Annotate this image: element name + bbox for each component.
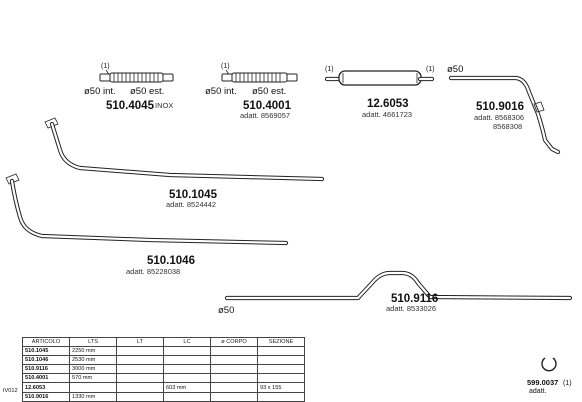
pipe9016-code: 510.9016 <box>476 101 524 113</box>
cell-articolo: 510.1046 <box>22 355 70 366</box>
cell-articolo: 510.4001 <box>22 373 70 384</box>
cell-lc <box>163 346 211 357</box>
cell-lc: 603 mm <box>163 382 211 393</box>
catalog-code: IV012 <box>3 388 18 394</box>
pipe1045-adatt: adatt. 8524442 <box>166 200 216 209</box>
cell-lts: 2250 mm <box>69 346 117 357</box>
cell-sezione: 93 x 155 <box>257 382 305 393</box>
flex-pipe-510-4045[interactable]: (1) ø50 int. ø50 est. 510.4045 INOX <box>84 63 174 112</box>
cell-corpo <box>210 382 258 393</box>
cell-lc <box>163 364 211 375</box>
muffler-marker-left: (1) <box>325 66 334 73</box>
pipe9016-adatt1: adatt. 8568306 <box>474 113 524 122</box>
header-lc: LC <box>163 336 211 348</box>
clamp-adatt: adatt. <box>529 388 547 395</box>
pipe9116-adatt: adatt. 8533026 <box>386 304 436 313</box>
cell-sezione <box>257 364 305 375</box>
pipe9016-diam: ø50 <box>447 64 463 75</box>
muffler-marker-right: (1) <box>426 66 435 73</box>
cell-lts: 2530 mm <box>69 355 117 366</box>
muffler-12-6053[interactable]: (1) (1) 12.6053 adatt. 4661723 <box>324 66 435 119</box>
cell-lts: 570 mm <box>69 373 117 384</box>
cell-corpo <box>210 373 258 384</box>
flex1-diam-est: ø50 est. <box>130 86 164 97</box>
cell-lt <box>116 364 164 375</box>
cell-lt <box>116 355 164 366</box>
flex2-code: 510.4001 <box>243 100 292 112</box>
cell-articolo: 510.9116 <box>22 364 70 375</box>
pipe-510-1046[interactable]: 510.1046 adatt. 85228038 <box>5 173 289 276</box>
pipe-510-9116[interactable]: 510.9116 adatt. 8533026 ø50 <box>218 270 573 316</box>
flex1-note: INOX <box>155 101 173 110</box>
flex1-diam-int: ø50 int. <box>84 86 116 97</box>
cell-corpo <box>210 364 258 375</box>
flex1-marker: (1) <box>101 63 110 70</box>
clamp-marker: (1) <box>563 380 572 387</box>
cell-lts: 3000 mm <box>69 364 117 375</box>
pipe9116-diam: ø50 <box>218 305 234 316</box>
table-row: 510.1046 2530 mm <box>22 355 305 366</box>
pipe9116-code: 510.9116 <box>391 293 438 305</box>
flex1-code: 510.4045 <box>106 100 155 112</box>
muffler-code: 12.6053 <box>367 98 409 110</box>
cell-corpo <box>210 355 258 366</box>
cell-lts <box>69 382 117 393</box>
header-lts: LTS <box>69 336 117 348</box>
cell-corpo <box>210 346 258 357</box>
header-corpo: ø CORPO <box>210 336 258 348</box>
cell-articolo: 510.1045 <box>22 346 70 357</box>
header-lt: LT <box>116 336 164 348</box>
pipe1045-code: 510.1045 <box>169 189 218 201</box>
flex2-diam-int: ø50 int. <box>205 86 237 97</box>
pipe-510-1045[interactable]: 510.1045 adatt. 8524442 <box>44 117 325 209</box>
cell-sezione <box>257 355 305 366</box>
flex2-adatt: adatt. 8569057 <box>240 111 290 120</box>
flex2-diam-est: ø50 est. <box>252 86 286 97</box>
pipe1046-adatt: adatt. 85228038 <box>126 267 180 276</box>
cell-sezione <box>257 346 305 357</box>
parts-table: ARTICOLO LTS LT LC ø CORPO SEZIONE 510.1… <box>22 336 305 402</box>
pipe9016-adatt2: 8568308 <box>493 122 522 131</box>
cell-sezione <box>257 373 305 384</box>
table-row: 12.6053 603 mm 93 x 155 <box>22 382 305 393</box>
cell-lt <box>116 346 164 357</box>
cell-lc <box>163 373 211 384</box>
clamp-icon <box>541 357 557 372</box>
pipe-510-9016[interactable]: ø50 510.9016 adatt. 8568306 8568308 <box>447 64 561 155</box>
pipe1046-code: 510.1046 <box>147 255 195 267</box>
cell-lc <box>163 355 211 366</box>
cell-lt <box>116 382 164 393</box>
clamp-599-0037[interactable]: 599.0037 (1) adatt. <box>527 357 572 395</box>
table-row: 510.1045 2250 mm <box>22 346 305 357</box>
clamp-code: 599.0037 <box>527 378 558 387</box>
header-articolo: ARTICOLO <box>22 336 70 348</box>
table-row: 510.9116 3000 mm <box>22 364 305 375</box>
cell-lt <box>116 373 164 384</box>
table-header-row: ARTICOLO LTS LT LC ø CORPO SEZIONE <box>22 336 305 348</box>
flex-pipe-510-4001[interactable]: (1) ø50 int. ø50 est. 510.4001 adatt. 85… <box>205 63 298 120</box>
cell-articolo: 12.6053 <box>22 382 70 393</box>
muffler-adatt: adatt. 4661723 <box>362 110 412 119</box>
header-sezione: SEZIONE <box>257 336 305 348</box>
table-row: 510.4001 570 mm <box>22 373 305 384</box>
flex2-marker: (1) <box>221 63 230 70</box>
